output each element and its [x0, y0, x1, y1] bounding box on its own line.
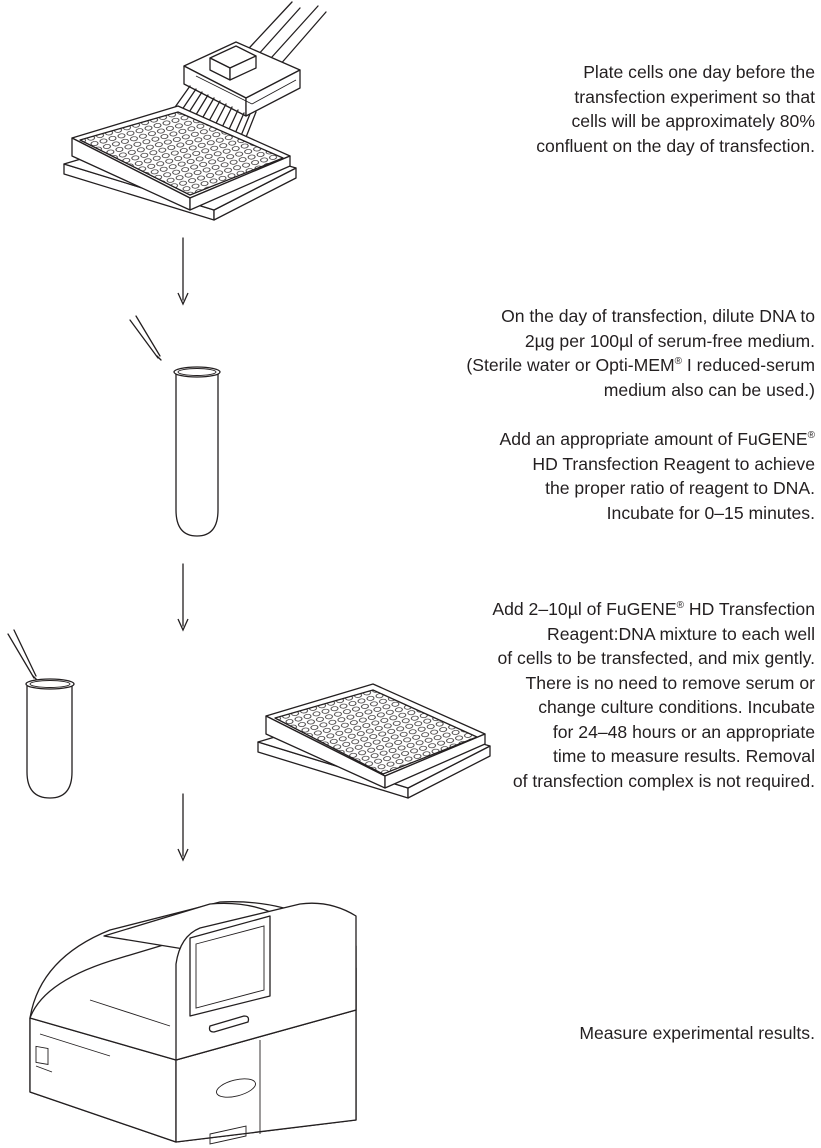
step-4-line-2: Reagent:DNA mixture to each well	[547, 623, 815, 644]
step-4-line-8: of transfection complex is not required.	[512, 770, 815, 791]
step-4-line-1: Add 2–10µl of FuGENE® HD Transfection	[492, 599, 815, 619]
step-1-text: Plate cells one day before the transfect…	[536, 60, 815, 158]
step-3-line-3: the proper ratio of reagent to DNA.	[545, 478, 815, 498]
luminometer-instrument-icon	[29, 901, 357, 1145]
step-2-line-4: medium also can be used.)	[603, 379, 815, 400]
step-2-line-3: (Sterile water or Opti-MEM® I reduced-se…	[466, 355, 815, 375]
down-arrow-icon	[177, 793, 189, 862]
pipette-tip-tube-and-plate-icon	[7, 629, 491, 799]
step-1-line-3: cells will be approximately 80%	[571, 111, 816, 131]
step-3-line-2: HD Transfection Reagent to achieve	[532, 453, 815, 474]
down-arrow-icon	[177, 563, 189, 632]
step-2-line-2: 2µg per 100µl of serum-free medium.	[524, 330, 815, 351]
step-2-line-1: On the day of transfection, dilute DNA t…	[501, 306, 815, 326]
step-3-line-1: Add an appropriate amount of FuGENE®	[499, 429, 815, 449]
down-arrow-icon	[177, 237, 189, 306]
step-5-line-1: Measure experimental results.	[579, 1023, 815, 1043]
step-4-text: Add 2–10µl of FuGENE® HD Transfection Re…	[492, 597, 815, 793]
step-4-line-4: There is no need to remove serum or	[525, 672, 815, 693]
step-1-line-2: transfection experiment so that	[574, 86, 815, 107]
step-4-line-3: of cells to be transfected, and mix gent…	[497, 648, 815, 668]
step-1-line-1: Plate cells one day before the	[583, 62, 815, 82]
step-3-text: Add an appropriate amount of FuGENE® HD …	[500, 427, 815, 525]
step-4-line-5: change culture conditions. Incubate	[538, 697, 815, 717]
step-4-line-6: for 24–48 hours or an appropriate	[552, 721, 815, 742]
step-2-text: On the day of transfection, dilute DNA t…	[466, 304, 815, 402]
step-3-line-4: Incubate for 0–15 minutes.	[606, 502, 815, 523]
96-well-plate-icon	[63, 105, 297, 221]
pipette-tip-and-tube-icon	[129, 315, 221, 537]
step-1-line-4: confluent on the day of transfection.	[536, 135, 815, 156]
step-5-text: Measure experimental results.	[579, 1021, 815, 1046]
step-4-line-7: time to measure results. Removal	[552, 746, 815, 766]
